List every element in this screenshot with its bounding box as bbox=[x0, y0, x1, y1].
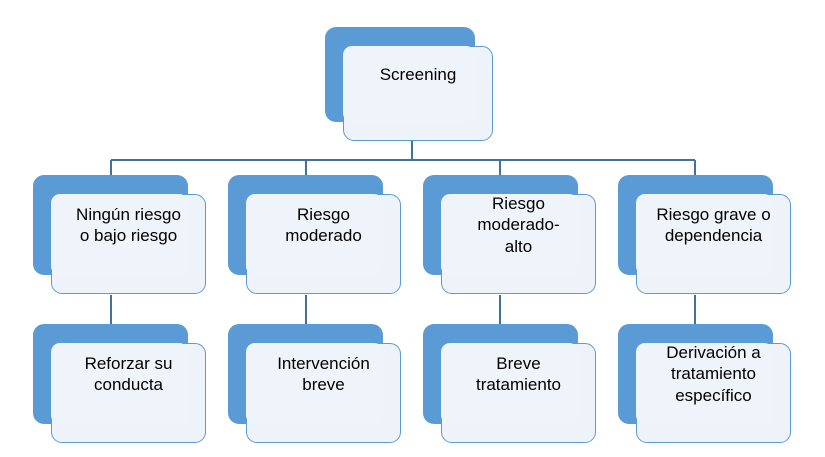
node-plate bbox=[636, 194, 773, 275]
node-action-reinforce[interactable]: Reforzar su conducta bbox=[33, 324, 206, 443]
node-risk-none[interactable]: Ningún riesgo o bajo riesgo bbox=[33, 175, 206, 294]
node-label: Riesgo grave o dependencia bbox=[656, 204, 771, 245]
node-plate bbox=[636, 343, 773, 424]
node-action-referral[interactable]: Derivación a tratamiento específico bbox=[618, 324, 791, 443]
node-label: Screening bbox=[379, 64, 457, 84]
node-label: Riesgo moderado bbox=[285, 204, 362, 245]
node-plate bbox=[51, 343, 188, 424]
node-plate bbox=[343, 46, 475, 122]
node-action-brief-intervention[interactable]: Intervención breve bbox=[228, 324, 401, 443]
node-label: Riesgo moderado- alto bbox=[477, 193, 560, 256]
node-plate bbox=[441, 194, 578, 275]
node-plate bbox=[246, 194, 383, 275]
node-label: Reforzar su conducta bbox=[84, 353, 173, 394]
node-action-brief-treatment[interactable]: Breve tratamiento bbox=[423, 324, 596, 443]
node-plate bbox=[246, 343, 383, 424]
node-plate bbox=[51, 194, 188, 275]
node-risk-severe[interactable]: Riesgo grave o dependencia bbox=[618, 175, 791, 294]
node-plate bbox=[441, 343, 578, 424]
node-risk-moderate-high[interactable]: Riesgo moderado- alto bbox=[423, 175, 596, 294]
node-label: Intervención breve bbox=[277, 353, 370, 394]
node-label: Derivación a tratamiento específico bbox=[666, 342, 761, 405]
node-screening[interactable]: Screening bbox=[325, 27, 493, 141]
node-label: Breve tratamiento bbox=[475, 353, 562, 394]
node-risk-moderate[interactable]: Riesgo moderado bbox=[228, 175, 401, 294]
node-label: Ningún riesgo o bajo riesgo bbox=[76, 204, 181, 245]
